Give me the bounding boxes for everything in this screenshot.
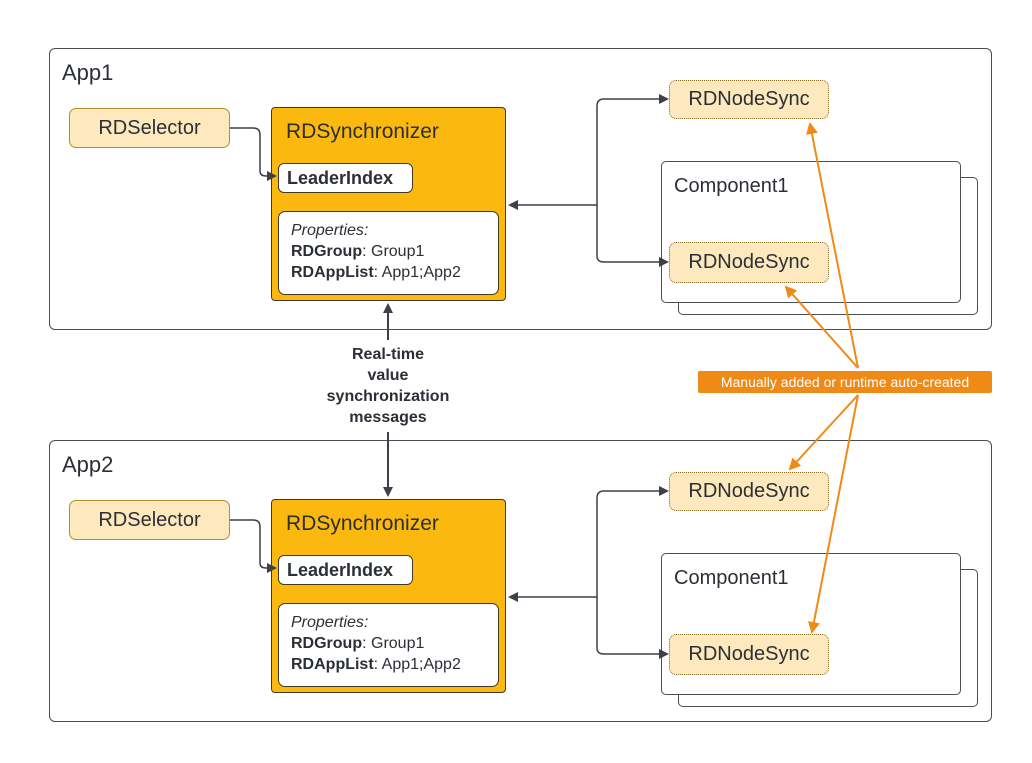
app1-rdapplist-key: RDAppList <box>291 264 374 281</box>
app1-rdsynchronizer: RDSynchronizer LeaderIndex Properties: R… <box>271 107 506 301</box>
auto-created-badge: Manually added or runtime auto-created <box>698 371 992 393</box>
sync-note-line-1: Real-time <box>351 346 425 363</box>
app2-sync-to-top-node-arrow <box>596 486 669 597</box>
app1-rdnodesync-top: RDNodeSync <box>669 80 829 119</box>
app1-component1-label: Component1 <box>674 175 789 197</box>
auto-arrow-app1-top <box>806 122 859 369</box>
app1-selector-to-leader-arrow <box>230 127 277 181</box>
app2-rdapplist-value: : App1;App2 <box>373 656 461 673</box>
sync-note-line-3: synchronization <box>326 388 450 405</box>
app2-rdsynchronizer: RDSynchronizer LeaderIndex Properties: R… <box>271 499 506 693</box>
app1-properties: Properties: RDGroup: Group1 RDAppList: A… <box>278 211 499 295</box>
app2-leaderindex: LeaderIndex <box>278 555 413 585</box>
app2-rdsynchronizer-title: RDSynchronizer <box>286 512 439 535</box>
app2-label: App2 <box>62 452 114 477</box>
app1-rdselector: RDSelector <box>69 108 230 148</box>
app1-label: App1 <box>62 60 114 85</box>
app2-sync-to-comp-node-arrow <box>596 597 669 659</box>
app2-properties: Properties: RDGroup: Group1 RDAppList: A… <box>278 603 499 687</box>
app2-rdgroup-row: RDGroup: Group1 <box>291 633 498 654</box>
app2-rdgroup-key: RDGroup <box>291 635 363 652</box>
app1-rdnodesync-component: RDNodeSync <box>669 242 829 283</box>
app2-rdnodesync-component: RDNodeSync <box>669 634 829 675</box>
app1-rdgroup-key: RDGroup <box>291 243 363 260</box>
app1-sync-to-top-node-arrow <box>596 94 669 205</box>
app1-rdgroup-value: : Group1 <box>362 243 425 260</box>
app2-rdgroup-value: : Group1 <box>362 635 425 652</box>
app1-rdgroup-row: RDGroup: Group1 <box>291 241 498 262</box>
sync-messages-note: Real-time value synchronization messages <box>308 344 468 428</box>
app1-rdapplist-value: : App1;App2 <box>373 264 461 281</box>
app1-rdsynchronizer-title: RDSynchronizer <box>286 120 439 143</box>
app2-rdapplist-row: RDAppList: App1;App2 <box>291 654 498 675</box>
app2-rdselector: RDSelector <box>69 500 230 540</box>
app2-properties-label: Properties: <box>291 614 369 631</box>
sync-note-line-4: messages <box>349 409 427 426</box>
app1-sync-to-comp-node-arrow <box>596 205 669 267</box>
app2-rdapplist-key: RDAppList <box>291 656 374 673</box>
auto-arrow-app1-comp <box>784 285 859 369</box>
app2-component1-label: Component1 <box>674 567 789 589</box>
app1-rdapplist-row: RDAppList: App1;App2 <box>291 262 498 283</box>
app1-properties-label: Properties: <box>291 222 369 239</box>
auto-arrow-app2-comp <box>808 394 859 634</box>
app2-selector-to-leader-arrow <box>230 519 277 573</box>
app1-leaderindex: LeaderIndex <box>278 163 413 193</box>
app2-rdnodesync-top: RDNodeSync <box>669 472 829 511</box>
sync-note-line-2: value <box>367 367 409 384</box>
auto-arrow-app2-top <box>788 394 859 471</box>
